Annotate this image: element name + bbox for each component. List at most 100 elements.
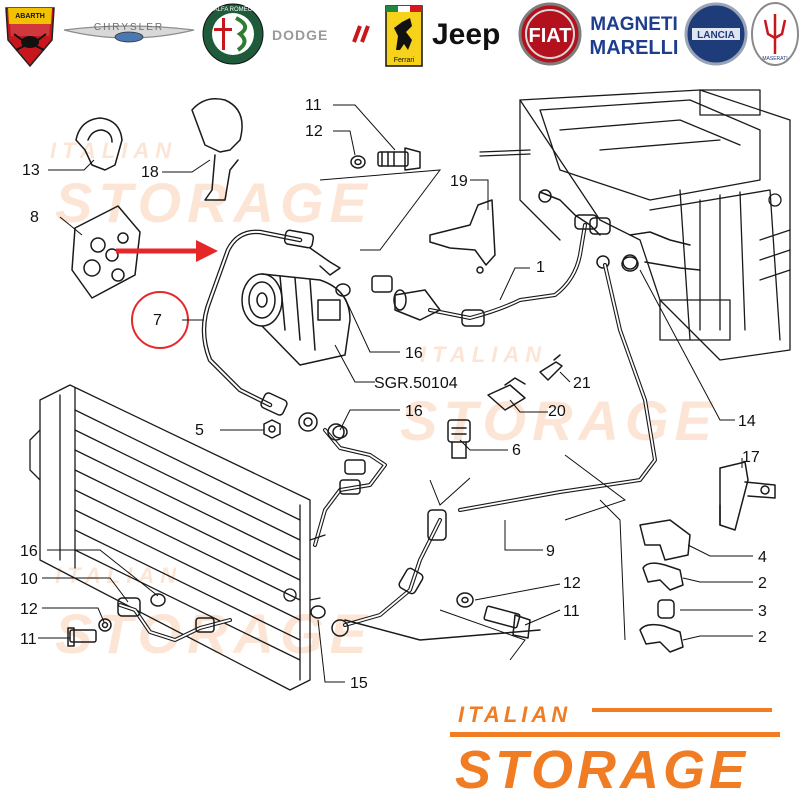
pipe-14 (458, 263, 657, 512)
magneti-label: MAGNETI (590, 14, 678, 35)
svg-text:STORAGE: STORAGE (55, 171, 373, 234)
callout-14: 14 (738, 413, 756, 430)
washer-12-bottom (456, 592, 474, 608)
callout-8: 8 (30, 209, 39, 226)
nut-5 (263, 419, 281, 439)
clamp-2-upper (642, 562, 684, 591)
heater-box-assembly (479, 89, 791, 361)
pipe-7 (201, 229, 303, 408)
alfa-romeo-label: ALFA ROMEO (214, 7, 253, 13)
pipe-10-fittings (117, 597, 215, 633)
callout-9: 9 (546, 543, 555, 560)
brand-logo-bar: ABARTH CHRYSLER ALFA ROMEO DODGE (0, 0, 800, 72)
clamp-18 (191, 98, 243, 201)
italian-storage-watermark: ITALIAN STORAGE ITALIAN STORAGE ITALIAN … (50, 138, 718, 665)
callout-5: 5 (195, 422, 204, 439)
lancia-shield-icon[interactable]: LANCIA (684, 2, 748, 66)
svg-text:ITALIAN: ITALIAN (50, 138, 177, 163)
callout-10: 10 (20, 571, 38, 588)
callout-12-bottom: 12 (563, 575, 581, 592)
callout-1: 1 (536, 259, 545, 276)
pipe-7-inner (203, 230, 301, 406)
bracket-19 (429, 199, 496, 274)
italian-storage-logo: ITALIAN STORAGE (450, 702, 780, 800)
callout-4: 4 (758, 549, 767, 566)
svg-text:ITALIAN: ITALIAN (420, 342, 547, 367)
maserati-trident-icon[interactable]: MASERATI (751, 2, 799, 66)
callout-2-lower: 2 (758, 629, 767, 646)
clamp-2-lower (639, 623, 684, 653)
alfa-romeo-badge-icon[interactable]: ALFA ROMEO (202, 3, 264, 65)
expansion-valve (538, 189, 701, 271)
callout-2-upper: 2 (758, 575, 767, 592)
discharge-pipe-fittings (327, 423, 366, 495)
callout-13: 13 (22, 162, 40, 179)
callout-17: 17 (742, 449, 760, 466)
svg-text:STORAGE: STORAGE (455, 740, 749, 800)
callout-12-top: 12 (305, 123, 323, 140)
svg-text:ITALIAN: ITALIAN (55, 563, 182, 588)
o-ring-16-a (335, 283, 351, 297)
abarth-label: ABARTH (15, 13, 45, 20)
jeep-label: Jeep (432, 18, 500, 51)
maserati-label: MASERATI (762, 56, 787, 62)
callout-20: 20 (548, 403, 566, 420)
callout-18: 18 (141, 164, 159, 181)
bracket-17 (719, 461, 776, 531)
chrysler-wings-icon[interactable]: CHRYSLER (63, 22, 195, 43)
callout-11-bottom: 11 (563, 603, 580, 620)
pipe-9-fittings (331, 509, 447, 637)
pipe-1 (428, 223, 587, 320)
red-pointer-arrow (116, 240, 218, 262)
bush-3 (657, 599, 675, 619)
condenser (29, 384, 326, 691)
svg-text:ITALIAN: ITALIAN (458, 702, 571, 727)
clip-21 (539, 354, 563, 381)
brand-logos-svg: ABARTH CHRYSLER ALFA ROMEO DODGE (5, 2, 799, 68)
magneti-marelli-wordmark-icon[interactable]: MAGNETI MARELLI (590, 14, 679, 59)
callout-6: 6 (512, 442, 521, 459)
callout-labels: 11 12 13 18 19 8 1 7 16 SGR.50104 21 5 1… (20, 97, 767, 692)
o-ring-16-d (310, 605, 326, 619)
o-ring-14 (621, 256, 639, 272)
pipe-7-fittings (260, 229, 341, 432)
pipe-15-end (344, 619, 541, 641)
callout-12-left: 12 (20, 601, 38, 618)
bolt-11-left (67, 627, 97, 647)
washer-12-top (350, 155, 366, 169)
svg-text:STORAGE: STORAGE (400, 389, 718, 452)
o-ring-16-c (150, 593, 166, 607)
fiat-badge-icon[interactable]: FIAT (518, 2, 582, 66)
callout-16-a: 16 (405, 345, 423, 362)
ferrari-label: Ferrari (394, 57, 415, 64)
connector-20 (487, 377, 526, 411)
abarth-scorpion-icon[interactable]: ABARTH (5, 7, 55, 68)
fiat-label: FIAT (529, 25, 572, 47)
dodge-label: DODGE (272, 27, 328, 43)
pipe-1-fittings (371, 214, 598, 327)
washer-12-left (98, 618, 112, 632)
chrysler-label: CHRYSLER (94, 22, 164, 33)
compressor (241, 273, 351, 366)
callout-16-b: 16 (405, 403, 423, 420)
dodge-stripes-icon[interactable]: DODGE (272, 25, 370, 43)
callout-16-c: 16 (20, 543, 38, 560)
callout-part-ref: SGR.50104 (374, 375, 458, 392)
o-ring-16-b (332, 425, 348, 439)
seal-8 (71, 205, 141, 299)
lancia-label: LANCIA (697, 30, 735, 41)
pressure-switch-6 (447, 419, 471, 459)
callout-21: 21 (573, 375, 591, 392)
callout-11-left: 11 (20, 631, 37, 648)
bolt-11-top (377, 147, 421, 171)
bolt-11-bottom (483, 605, 531, 639)
leader-lines (38, 104, 753, 683)
clamp-13 (75, 117, 123, 171)
jeep-wordmark-icon[interactable]: Jeep (432, 18, 500, 51)
callout-15: 15 (350, 675, 368, 692)
callout-7: 7 (153, 312, 162, 329)
callout-11-top: 11 (305, 97, 322, 114)
prancing-horse-icon[interactable]: Ferrari (385, 5, 423, 67)
